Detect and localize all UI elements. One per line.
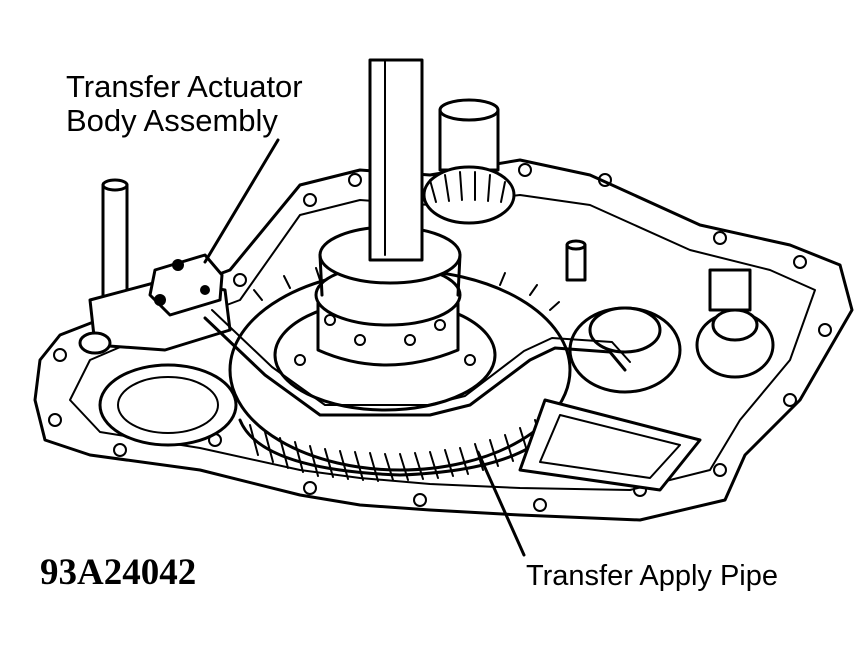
label-body-assembly: Body Assembly (66, 103, 278, 138)
oil-cover-panel (518, 398, 702, 492)
differential-bolts (294, 314, 476, 366)
case-inner-wall (69, 194, 816, 491)
label-transfer-actuator: Transfer Actuator (66, 69, 303, 104)
actuator-leader-line (203, 138, 280, 264)
pipe-leader-line (476, 450, 526, 557)
figure-id: 93A24042 (40, 552, 197, 593)
transfer-apply-pipe (203, 316, 627, 417)
right-gears (568, 268, 775, 394)
gear-tooth-marks (249, 267, 560, 482)
vertical-shaft (368, 58, 424, 262)
transfer-actuator-body (78, 178, 232, 355)
counter-gear (422, 98, 516, 225)
label-transfer-apply-pipe: Transfer Apply Pipe (526, 560, 778, 592)
